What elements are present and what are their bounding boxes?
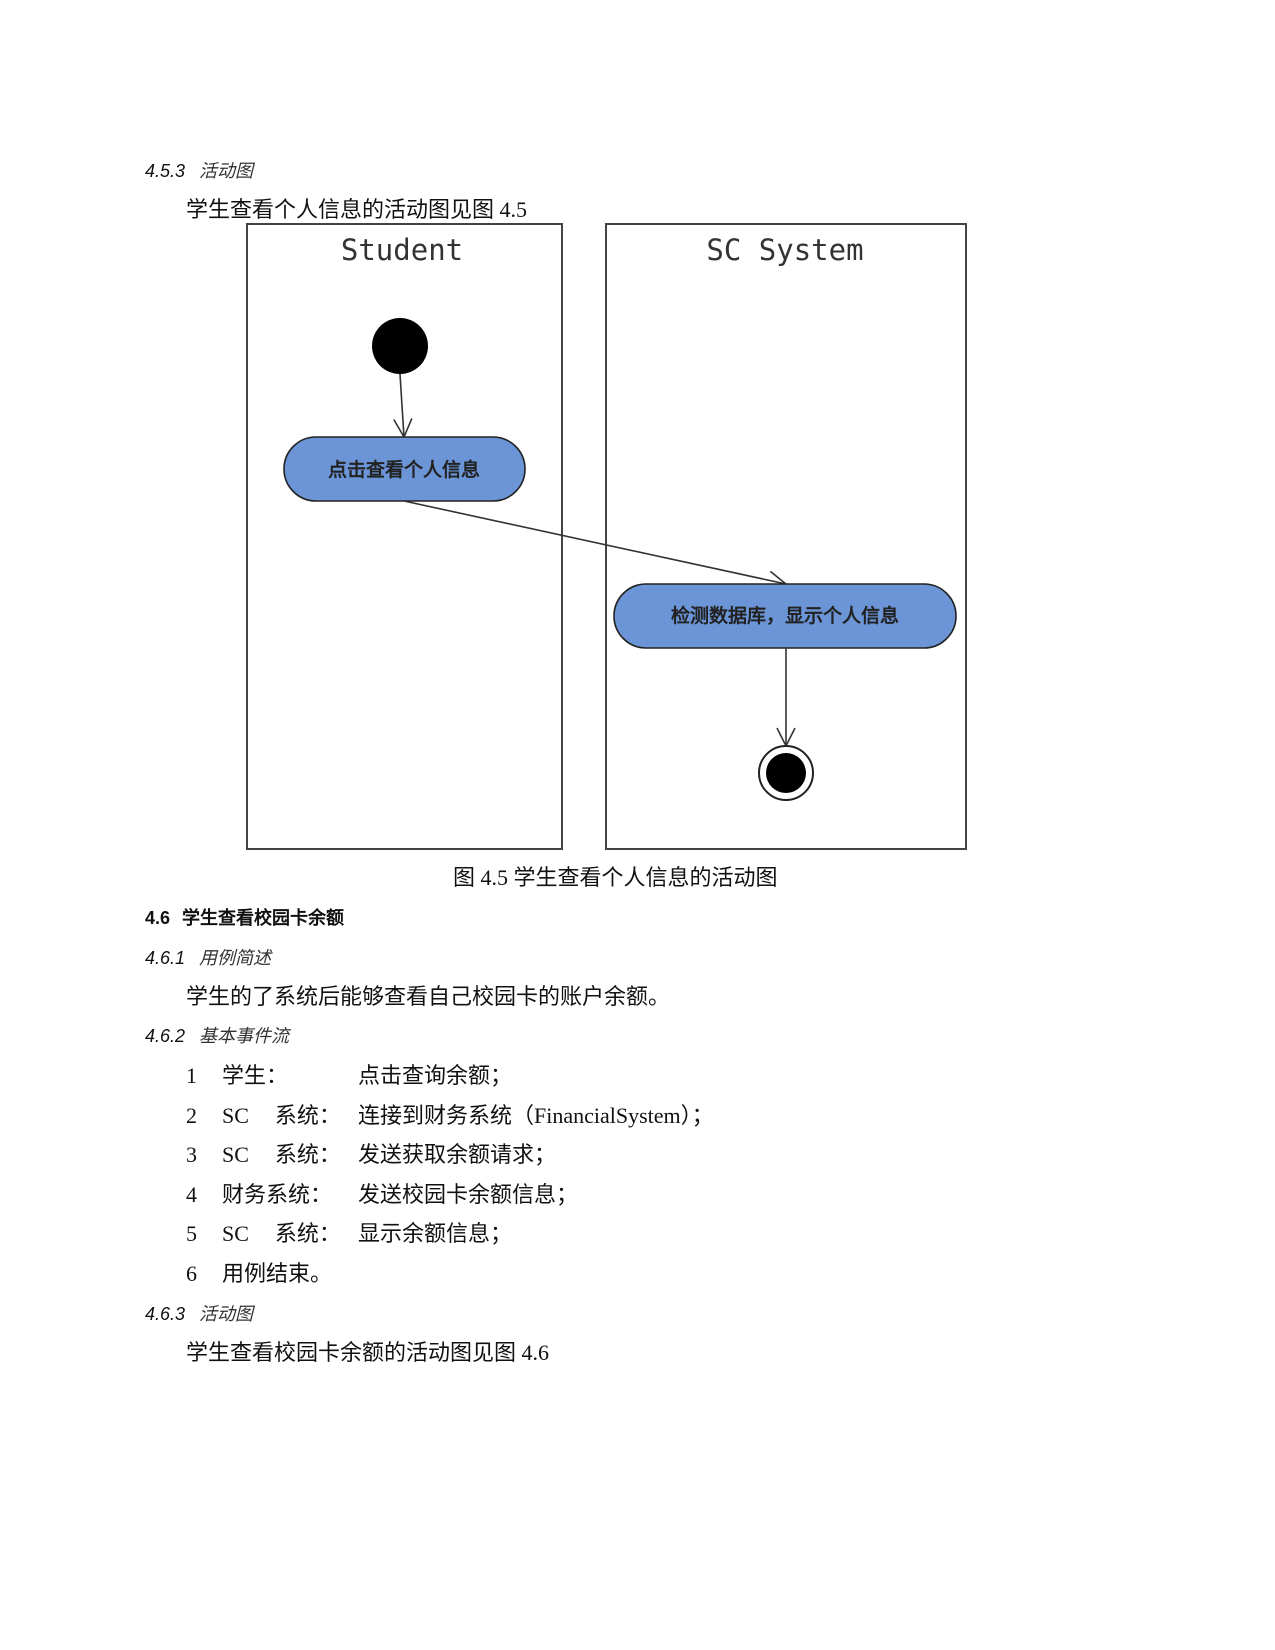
event-flow-step: 1 学生： 点击查询余额；: [186, 1058, 512, 1090]
initial-node: [372, 318, 428, 374]
control-flow-cross-lane: [403, 500, 788, 590]
event-flow-step: 5 SC 系统： 显示余额信息；: [186, 1216, 512, 1248]
step-number: 3: [186, 1142, 197, 1167]
step-action: 显示余额信息；: [358, 1221, 513, 1246]
activity-label-1: 点击查看个人信息: [328, 458, 480, 481]
swimlane-student: [246, 223, 563, 850]
step-actor-system: SC: [222, 1221, 249, 1246]
final-node-inner: [766, 753, 806, 793]
step-actor: 学生：: [222, 1063, 289, 1088]
control-flow-start: [393, 373, 413, 439]
section-heading-4-6: 4.6 学生查看校园卡余额: [145, 904, 344, 930]
step-action: 连接到财务系统（FinancialSystem）；: [358, 1103, 714, 1128]
step-actor: 财务系统：: [222, 1182, 333, 1207]
section-number: 4.6.2: [145, 1026, 186, 1046]
event-flow-step: 6 用例结束。: [186, 1256, 332, 1288]
section-number: 4.6.1: [145, 948, 186, 968]
step-number: 1: [186, 1063, 197, 1088]
step-number: 5: [186, 1221, 197, 1246]
step-actor-system: SC: [222, 1142, 249, 1167]
section-heading-4-5-3: 4.5.3 活动图: [145, 157, 253, 183]
section-title: 活动图: [199, 161, 254, 182]
section-title: 基本事件流: [199, 1026, 290, 1047]
section-heading-4-6-3: 4.6.3 活动图: [145, 1300, 253, 1326]
section-number: 4.5.3: [145, 161, 186, 181]
step-action: 用例结束。: [222, 1261, 333, 1286]
section-title: 活动图: [199, 1304, 254, 1325]
step-action: 发送校园卡余额信息；: [358, 1182, 579, 1207]
event-flow-step: 4 财务系统： 发送校园卡余额信息；: [186, 1177, 578, 1209]
use-case-summary: 学生的了系统后能够查看自己校园卡的账户余额。: [186, 984, 671, 1009]
step-number: 2: [186, 1103, 197, 1128]
step-actor-system: SC: [222, 1103, 249, 1128]
event-flow-step: 2 SC 系统： 连接到财务系统（FinancialSystem）；: [186, 1098, 714, 1130]
figure-caption: 图 4.5 学生查看个人信息的活动图: [453, 865, 778, 890]
step-number: 6: [186, 1261, 197, 1286]
event-flow-step: 3 SC 系统： 发送获取余额请求；: [186, 1137, 556, 1169]
lane-label-student: Student: [341, 233, 463, 267]
step-action: 发送获取余额请求；: [358, 1142, 557, 1167]
step-actor: 系统：: [274, 1221, 341, 1246]
activity-diagram: Student SC System 点击查看个人信息 检测数据库，显示个人信息: [246, 223, 967, 850]
lane-label-sc-system: SC System: [706, 233, 863, 267]
step-action: 点击查询余额；: [358, 1063, 513, 1088]
figure-intro-paragraph: 学生查看个人信息的活动图见图 4.5: [186, 197, 528, 222]
step-number: 4: [186, 1182, 197, 1207]
section-title: 学生查看校园卡余额: [182, 908, 345, 928]
step-actor: 系统：: [274, 1142, 341, 1167]
section-title: 用例简述: [199, 948, 272, 969]
activity-check-database: [613, 583, 957, 649]
section-heading-4-6-2: 4.6.2 基本事件流: [145, 1022, 289, 1048]
activity-label-2: 检测数据库，显示个人信息: [671, 604, 899, 627]
step-actor: 系统：: [274, 1103, 341, 1128]
section-heading-4-6-1: 4.6.1 用例简述: [145, 944, 271, 970]
figure-intro-paragraph: 学生查看校园卡余额的活动图见图 4.6: [186, 1340, 550, 1365]
section-number: 4.6: [145, 908, 171, 928]
section-number: 4.6.3: [145, 1304, 186, 1324]
